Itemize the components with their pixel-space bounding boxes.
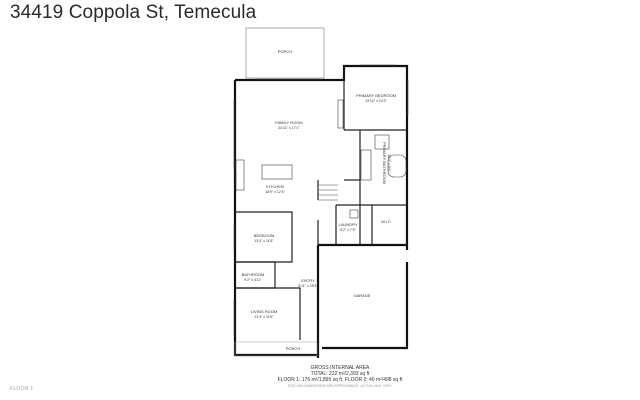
area-floors: FLOOR 1: 176 m²/1,895 sq ft, FLOOR 2: 46… (277, 377, 403, 383)
area-heading: GROSS INTERNAL AREA (310, 365, 370, 371)
laundry-appliance (349, 209, 359, 219)
primary-bedroom-dims: 13'10" x 14'2" (365, 99, 387, 103)
living-room-label: LIVING ROOM (251, 309, 278, 314)
garage-label: GARAGE (353, 293, 370, 298)
stairs (318, 184, 338, 201)
bedroom-dims: 13'4" x 11'6" (254, 239, 274, 243)
kitchen-label: KITCHEN (266, 184, 284, 189)
entry-dims: 5'11" x 25'3" (298, 284, 318, 288)
shower (374, 134, 390, 150)
area-total: TOTAL: 222 m²/2,393 sq ft (310, 371, 370, 377)
wic-label: W.I.C (381, 219, 391, 224)
living-room-dims: 13'4" x 11'8" (254, 315, 274, 319)
primary-bedroom-label: PRIMARY BEDROOM (356, 93, 396, 98)
property-address-title: 34419 Coppola St, Temecula (10, 2, 257, 23)
vanity (360, 149, 372, 181)
primary-bathroom-label: PRIMARY BATHROOM (382, 142, 387, 184)
bathroom-dims: 9'2" x 4'11" (244, 278, 262, 282)
fixtures (235, 99, 407, 219)
family-room-label: FAMILY ROOM (275, 120, 302, 125)
area-disclaimer: SIZE AND DIMENSIONS ARE APPROXIMATE, ACT… (288, 384, 392, 388)
windows (233, 64, 409, 335)
gross-area-summary: GROSS INTERNAL AREA TOTAL: 222 m²/2,393 … (240, 365, 440, 389)
primary-bathroom-dims: 13'3" x 8'4" (387, 154, 391, 172)
family-room-dims: 24'11" x 17'1" (278, 126, 300, 130)
porch-top-label: PORCH (278, 49, 293, 54)
fireplace (337, 99, 344, 129)
interior-walls (235, 66, 407, 340)
laundry-label: LAUNDRY (338, 222, 357, 227)
bedroom-label: BEDROOM (254, 233, 275, 238)
bathtub (387, 154, 407, 178)
kitchen-island (261, 164, 293, 180)
entry-label: ENTRY (301, 278, 315, 283)
kitchen-dims: 18'9" x 12'4" (265, 190, 285, 194)
porch-top-area (245, 27, 325, 79)
floor-label: FLOOR 1 (10, 386, 34, 392)
laundry-dims: 6'2" x 7'5" (340, 228, 356, 232)
bathroom-label: BATHROOM (242, 272, 265, 277)
kitchen-counter (235, 159, 245, 191)
porch-bottom-area (234, 341, 318, 357)
porch-bottom-label: PORCH (286, 346, 301, 351)
